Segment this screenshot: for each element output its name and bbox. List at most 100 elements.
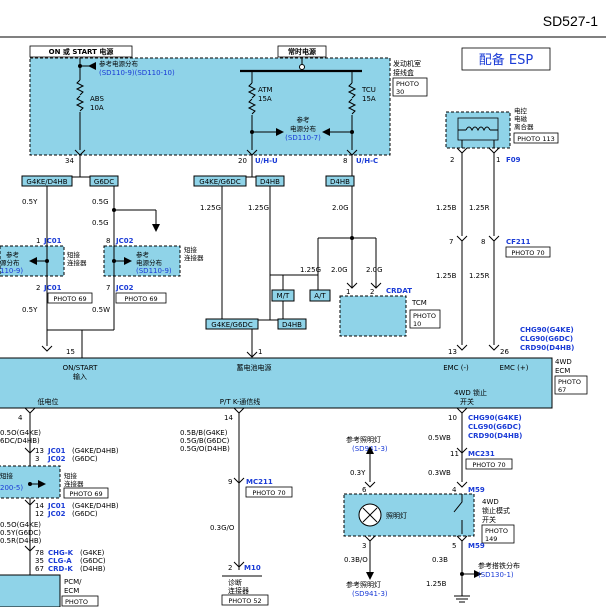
sw-photo: PHOTO	[485, 527, 508, 535]
fuse-tcu-rating: 15A	[362, 95, 376, 103]
wire-125b-2-label: 1.25B	[436, 272, 457, 280]
lm-w1: 0.5B/B(G4KE)	[180, 429, 228, 437]
ll-jc02b-pin: 12	[35, 510, 44, 518]
sw-pin3: 3	[362, 542, 366, 550]
ref-gnd-1: 参考搭铁分布	[478, 561, 520, 570]
variant-tag-c	[193, 175, 247, 187]
variant-tag-b	[89, 175, 119, 187]
node-dot	[250, 130, 254, 134]
ll-short-1: 短接	[0, 471, 14, 480]
sw-3: 开关	[482, 515, 496, 524]
jc01-name: JC01	[43, 237, 62, 245]
wire-20g-label: 2.0G	[332, 204, 349, 212]
ll-crd: CRD-K	[48, 565, 73, 573]
ll-w2: 6DC/D4HB)	[0, 437, 40, 445]
wire-125g-2-label: 1.25G	[248, 204, 269, 212]
junction-name-1: 发动机室	[393, 59, 421, 68]
wire-05y-label: 0.5Y	[22, 198, 38, 206]
sw-pin6: 6	[362, 486, 367, 494]
jc01-photo-tag	[47, 292, 93, 304]
cf211-pin7: 7	[449, 238, 453, 246]
sw-pin5-icon	[456, 535, 468, 542]
ecm-pin-1: 1	[258, 348, 262, 356]
mc231-icon	[456, 447, 468, 454]
ll-jc01-pin: 13	[35, 447, 44, 455]
fuse-abs-icon	[75, 79, 85, 96]
tcm-photo-tag	[409, 309, 441, 329]
sw-2: 锁止模式	[482, 506, 510, 515]
mt-label: M/T	[277, 292, 290, 300]
pcm-photo: PHOTO	[65, 598, 88, 606]
jc02-arrow-icon	[124, 257, 132, 265]
jc02-short-2: 连接器	[184, 253, 204, 262]
ll-w3: 0.5O(G4KE)	[0, 521, 41, 529]
jc01-name2: JC01	[43, 284, 62, 292]
cf211-pin7-icon	[456, 235, 468, 242]
tcm-pin1-icon	[346, 282, 358, 289]
variant-tag-d3	[277, 318, 307, 330]
tcm-conn: CRDAT	[386, 287, 412, 295]
engine-junction-box	[29, 57, 391, 156]
ll-w4: 0.5Y(G6DC)	[0, 529, 41, 537]
ref-lamp2-2: (SD941-3)	[352, 590, 388, 598]
jc01-short-2: 连接器	[67, 258, 87, 267]
ll-jc02-pin: 3	[35, 455, 39, 463]
node-dot	[350, 130, 354, 134]
diag-2: 连接器	[228, 586, 249, 595]
fuse-abs-rating: 10A	[90, 104, 104, 112]
variant-c2: G4KE/G6DC	[211, 321, 253, 329]
ref-power-top-1: 参考电源分布	[99, 59, 139, 68]
fuse-atm-icon	[247, 82, 257, 99]
wire-05g-label-1: 0.5G	[92, 198, 109, 206]
ref-mid-2: 电源分布	[290, 124, 317, 133]
lr-conn-3: CRD90(D4HB)	[468, 432, 522, 440]
ref-gnd-2: (SD130-1)	[478, 571, 514, 579]
cf211-pin8-icon	[488, 235, 500, 242]
m10-icon	[233, 561, 245, 568]
ecm-pin4-icon	[24, 407, 36, 414]
branch-arrow-icon	[152, 224, 160, 232]
esp-badge	[461, 47, 551, 71]
diag-1: 诊断	[228, 578, 242, 587]
ll-jc02b: JC02	[47, 510, 66, 518]
cf211-pin8: 8	[481, 238, 485, 246]
diag-photo-tag	[221, 594, 269, 606]
ll-chg-v: (G4KE)	[80, 549, 105, 557]
pcm-1: PCM/	[64, 578, 82, 586]
ref-mid-arrow-left-icon	[276, 128, 284, 136]
variant-c: G4KE/G6DC	[199, 178, 241, 186]
tcm-pin2: 2	[370, 288, 374, 296]
ll-short-1b: 短接	[64, 471, 78, 480]
mc231-photo: PHOTO 70	[472, 461, 505, 469]
on-start-tag	[29, 45, 133, 58]
wire-125b-label: 1.25B	[436, 204, 457, 212]
ref-lamp2-arrow-icon	[366, 572, 374, 580]
junction-photo	[392, 77, 428, 97]
ecm-pin10-icon	[456, 407, 468, 414]
ll-short-2: 连接器	[64, 479, 84, 488]
ref-lamp2-1: 参考照明灯	[346, 580, 381, 589]
ll-chg-pin: 78	[35, 549, 44, 557]
clutch-pin1: 1	[496, 156, 500, 164]
lamp-label: 照明灯	[386, 511, 407, 520]
wire-125r-label: 1.25R	[469, 204, 490, 212]
ref-mid-arrow-right-icon	[322, 128, 330, 136]
ll-w1: 0.5O(G4KE)	[0, 429, 41, 437]
ecm-pin26-icon	[488, 344, 500, 351]
ecm-conn-3: CRD90(D4HB)	[520, 344, 574, 352]
ecm-conn-2: CLG90(G6DC)	[520, 335, 573, 343]
jc01-pin: 1	[36, 237, 40, 245]
ll-ref: 200-5)	[0, 484, 23, 492]
at-label: A/T	[314, 292, 326, 300]
jc01-ref-2: 源分布	[0, 258, 20, 267]
ref-gnd-arrow-icon	[474, 570, 482, 578]
sw-1: 4WD	[482, 498, 499, 506]
sw-photo-tag	[481, 524, 515, 544]
ecm-lock-1: 4WD 锁止	[454, 388, 487, 397]
mc231-pin: 11	[450, 450, 459, 458]
conn-uhu: U/H-U	[255, 157, 278, 165]
tcm-photo: PHOTO	[413, 312, 436, 320]
clutch-pin1-icon	[488, 147, 500, 154]
jc02-photo-tag	[115, 292, 167, 304]
coil-icon	[465, 126, 491, 132]
